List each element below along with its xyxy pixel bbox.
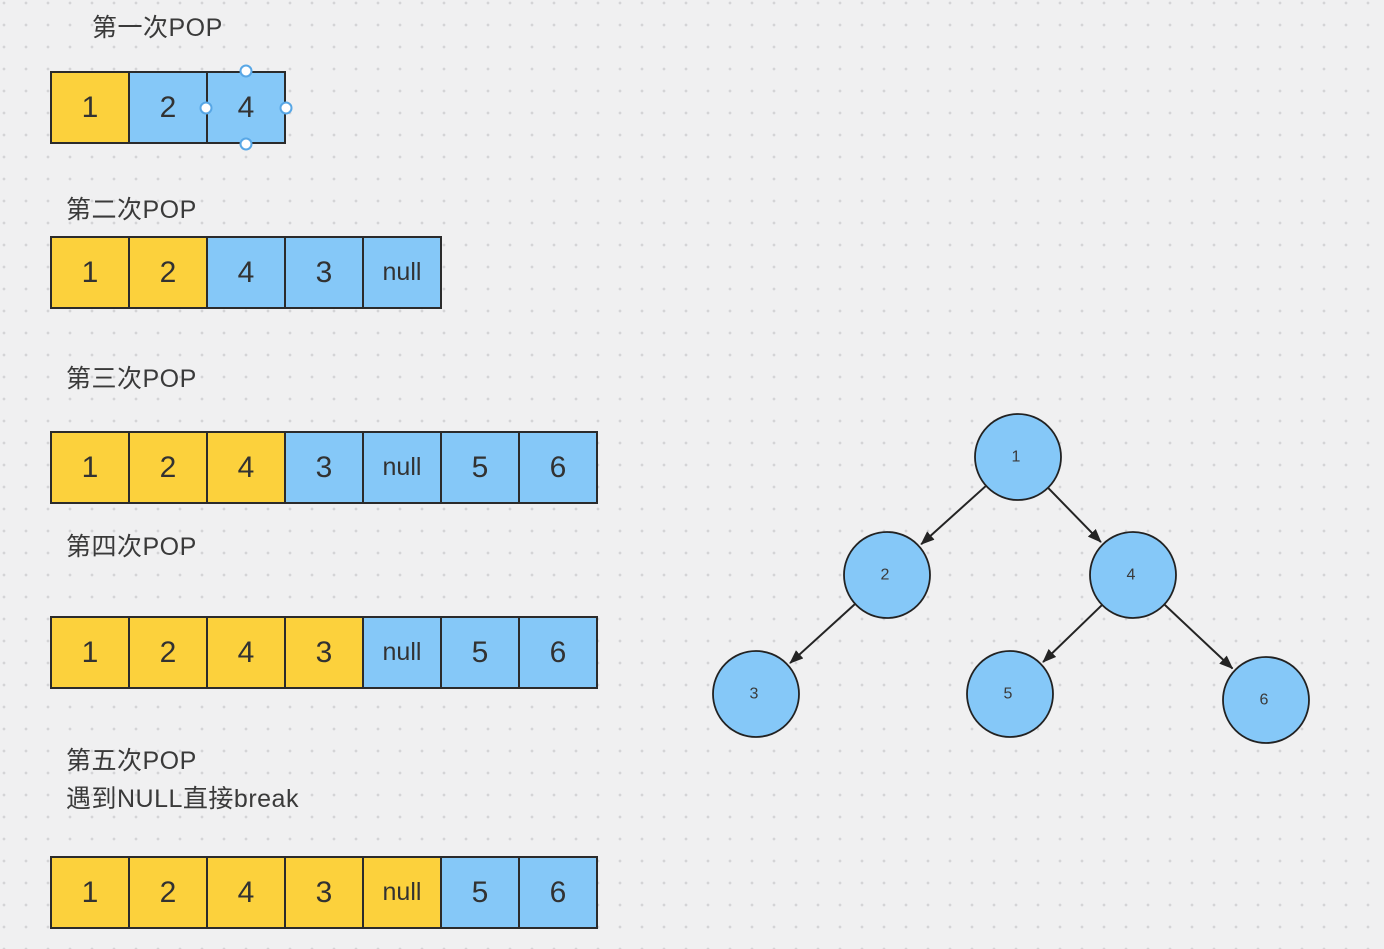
tree-node-circle bbox=[974, 413, 1062, 501]
tree-node-label: 1 bbox=[1012, 449, 1021, 466]
array-cell[interactable]: 1 bbox=[50, 431, 130, 504]
array-cell[interactable]: 2 bbox=[128, 616, 208, 689]
tree-node-label: 3 bbox=[750, 686, 759, 703]
tree-node-label: 5 bbox=[1004, 686, 1013, 703]
array-cell[interactable]: 1 bbox=[50, 71, 130, 144]
array-cell[interactable]: 5 bbox=[440, 431, 520, 504]
tree-node-label: 4 bbox=[1127, 567, 1136, 584]
tree-node-label: 6 bbox=[1260, 692, 1269, 709]
tree-node-circle bbox=[712, 650, 800, 738]
array-cell[interactable]: 5 bbox=[440, 856, 520, 929]
array-cell[interactable]: 4 bbox=[206, 856, 286, 929]
array-cell[interactable]: 1 bbox=[50, 616, 130, 689]
tree-node-label: 2 bbox=[881, 567, 890, 584]
tree-node-circle bbox=[1089, 531, 1177, 619]
array-cell[interactable]: 1 bbox=[50, 856, 130, 929]
tree-node-circle bbox=[843, 531, 931, 619]
array-cell[interactable]: 6 bbox=[518, 431, 598, 504]
step-title[interactable]: 第三次POP bbox=[66, 360, 197, 398]
step-title-line: 第二次POP bbox=[66, 196, 197, 224]
step-title[interactable]: 第四次POP bbox=[66, 528, 197, 566]
tree-node-3[interactable]: 3 bbox=[712, 650, 800, 738]
step-title-line: 第五次POP bbox=[66, 747, 197, 775]
tree-node-2[interactable]: 2 bbox=[843, 531, 931, 619]
tree-edge-4-6[interactable] bbox=[1160, 600, 1234, 670]
array-cell[interactable]: null bbox=[362, 616, 442, 689]
selection-handle-right[interactable] bbox=[279, 101, 293, 114]
tree-node-4[interactable]: 4 bbox=[1089, 531, 1177, 619]
array-cell[interactable]: 3 bbox=[284, 616, 364, 689]
array-cell[interactable]: 2 bbox=[128, 431, 208, 504]
tree-node-circle bbox=[966, 650, 1054, 738]
step-title-line: 遇到NULL直接break bbox=[66, 785, 299, 813]
array-cell[interactable]: 4 bbox=[206, 236, 286, 309]
tree-node-6[interactable]: 6 bbox=[1222, 656, 1310, 744]
tree-node-1[interactable]: 1 bbox=[974, 413, 1062, 501]
tree-edge-1-4[interactable] bbox=[1043, 483, 1102, 543]
array-cell[interactable]: 4 bbox=[206, 431, 286, 504]
array-cell[interactable]: null bbox=[362, 236, 442, 309]
selection-handle-bottom[interactable] bbox=[239, 137, 253, 151]
array-cell[interactable]: 6 bbox=[518, 856, 598, 929]
array-cell[interactable]: null bbox=[362, 856, 442, 929]
step-title-line: 第四次POP bbox=[66, 533, 197, 561]
step-title[interactable]: 第五次POP 遇到NULL直接break bbox=[66, 742, 299, 818]
tree-edge-4-5[interactable] bbox=[1042, 600, 1107, 663]
array-cell[interactable]: 1 bbox=[50, 236, 130, 309]
tree-edge-2-3[interactable] bbox=[789, 599, 860, 664]
step-title-line: 第三次POP bbox=[66, 365, 197, 393]
step-title[interactable]: 第一次POP bbox=[92, 9, 223, 47]
tree-node-circle bbox=[1222, 656, 1310, 744]
step-title[interactable]: 第二次POP bbox=[66, 191, 197, 229]
selection-handle-left[interactable] bbox=[199, 101, 213, 114]
array-cell[interactable]: 2 bbox=[128, 236, 208, 309]
tree-node-5[interactable]: 5 bbox=[966, 650, 1054, 738]
array-cell[interactable]: 4 bbox=[206, 616, 286, 689]
step-title-line: 第一次POP bbox=[92, 14, 223, 42]
selection-handle-top[interactable] bbox=[239, 64, 253, 78]
tree-edge-1-2[interactable] bbox=[920, 481, 991, 545]
array-cell[interactable]: 6 bbox=[518, 616, 598, 689]
array-cell[interactable]: null bbox=[362, 431, 442, 504]
